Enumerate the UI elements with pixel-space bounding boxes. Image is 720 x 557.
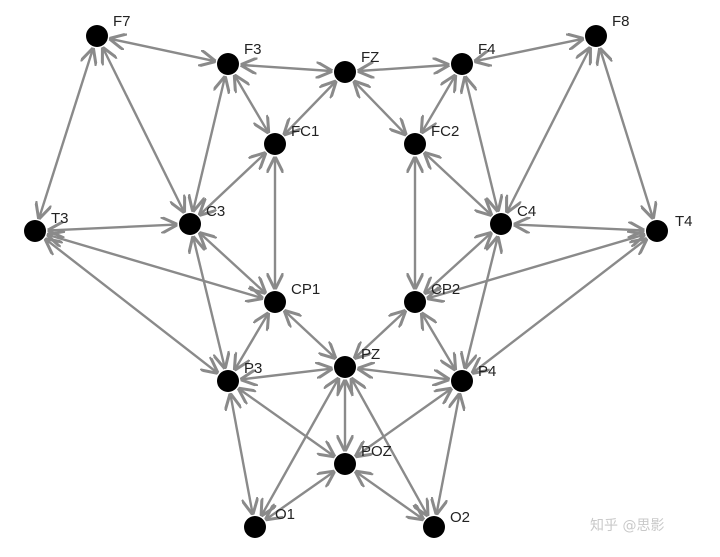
node-pz: [334, 356, 356, 378]
node-label-pz: PZ: [361, 346, 380, 363]
node-t4: [646, 220, 668, 242]
node-f7: [86, 25, 108, 47]
node-label-fz: FZ: [361, 49, 379, 66]
node-p4: [451, 370, 473, 392]
node-o2: [423, 516, 445, 538]
edge-p4-o2: [437, 395, 460, 514]
edge-c3-p3: [193, 238, 224, 368]
node-label-p3: P3: [244, 360, 262, 377]
edge-f4-c4: [465, 78, 497, 211]
node-fz: [334, 61, 356, 83]
edge-pz-p4: [359, 369, 448, 380]
edge-fz-fc1: [285, 82, 335, 134]
edge-cp2-p4: [422, 314, 455, 369]
node-label-c3: C3: [206, 203, 225, 220]
node-label-o1: O1: [275, 506, 295, 523]
node-label-f3: F3: [244, 41, 262, 58]
node-poz: [334, 453, 356, 475]
edge-fz-f4: [359, 65, 448, 71]
nodes-layer: [24, 25, 668, 538]
node-label-poz: POZ: [361, 443, 392, 460]
edge-fc1-c3: [200, 154, 265, 215]
node-c3: [179, 213, 201, 235]
edge-cp1-p3: [235, 314, 268, 369]
edge-f7-t3: [39, 49, 93, 217]
edge-cp2-pz: [355, 312, 404, 358]
edge-f8-t4: [600, 49, 653, 217]
node-f4: [451, 53, 473, 75]
edge-c4-p4: [465, 238, 497, 368]
edge-t4-p4: [473, 240, 646, 373]
node-label-f4: F4: [478, 41, 496, 58]
edge-poz-o2: [356, 472, 422, 519]
node-label-t3: T3: [51, 210, 69, 227]
node-label-fc1: FC1: [291, 123, 319, 140]
edge-f7-f3: [111, 39, 215, 61]
edge-f3-c3: [193, 78, 225, 211]
node-cp1: [264, 291, 286, 313]
node-t3: [24, 220, 46, 242]
edge-poz-o1: [267, 472, 334, 519]
node-label-f8: F8: [612, 13, 630, 30]
node-f8: [585, 25, 607, 47]
node-fc2: [404, 133, 426, 155]
edge-f3-fz: [242, 65, 331, 71]
node-cp2: [404, 291, 426, 313]
edge-f4-fc2: [422, 76, 455, 132]
node-label-c4: C4: [517, 203, 536, 220]
edge-f3-fc1: [235, 76, 268, 132]
edge-f8-c4: [507, 49, 589, 212]
edge-cp1-pz: [285, 312, 334, 358]
edges-layer: [39, 39, 653, 519]
node-fc1: [264, 133, 286, 155]
edge-p3-o1: [231, 395, 253, 513]
node-c4: [490, 213, 512, 235]
edge-p3-pz: [242, 369, 331, 380]
watermark-text: 知乎 @思影: [590, 517, 664, 534]
node-p3: [217, 370, 239, 392]
edge-fc2-c4: [425, 154, 490, 215]
edge-f7-c3: [103, 49, 184, 212]
node-f3: [217, 53, 239, 75]
edge-c4-t4: [515, 225, 643, 231]
edge-p3-poz: [239, 389, 333, 456]
node-label-cp1: CP1: [291, 281, 320, 298]
node-label-p4: P4: [478, 363, 496, 380]
edge-fz-fc2: [355, 82, 405, 134]
node-label-o2: O2: [450, 509, 470, 526]
node-label-cp2: CP2: [431, 281, 460, 298]
node-label-t4: T4: [675, 213, 693, 230]
node-label-fc2: FC2: [431, 123, 459, 140]
node-label-f7: F7: [113, 13, 131, 30]
edge-t3-c3: [49, 225, 176, 231]
node-o1: [244, 516, 266, 538]
